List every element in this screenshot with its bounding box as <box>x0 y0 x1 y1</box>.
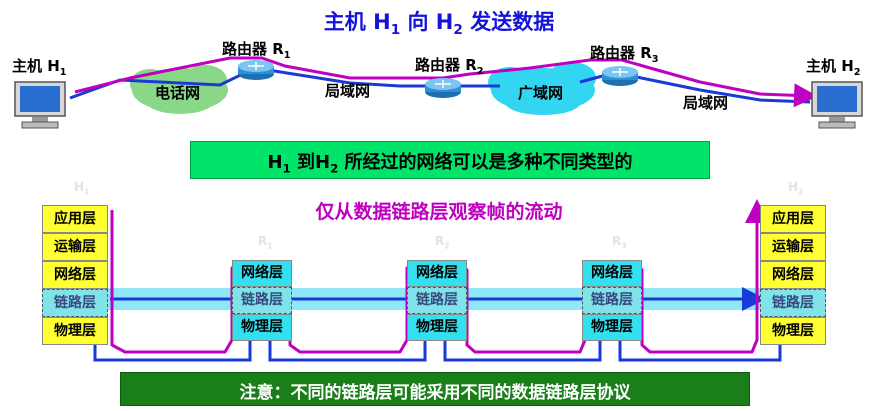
faint-label-r1: R1 <box>258 234 273 251</box>
faint-label-r3: R3 <box>612 234 627 251</box>
host-h2-stack: 应用层 运输层 网络层 链路层 物理层 <box>760 205 826 345</box>
router-r3-label: 路由器 R3 <box>590 44 659 65</box>
layer-network: 网络层 <box>42 261 108 289</box>
faint-label-h1: H1 <box>74 180 90 197</box>
router-r2-label: 路由器 R2 <box>415 56 484 77</box>
router-icon <box>238 60 274 80</box>
router-r3-stack: 网络层 链路层 物理层 <box>582 260 642 341</box>
layer-physical: 物理层 <box>42 317 108 345</box>
physical-links <box>93 340 782 362</box>
data-flow-arrow-icon <box>74 56 818 108</box>
layer-physical: 物理层 <box>232 314 292 341</box>
layer-link: 链路层 <box>407 287 467 314</box>
layer-network: 网络层 <box>407 260 467 287</box>
wan-label: 广域网 <box>518 84 564 102</box>
computer-monitor-icon <box>811 81 863 129</box>
layer-application: 应用层 <box>42 205 108 233</box>
host-h1-label: 主机 H1 <box>12 57 67 78</box>
layer-physical: 物理层 <box>582 314 642 341</box>
layer-physical: 物理层 <box>760 317 826 345</box>
layer-transport: 运输层 <box>42 233 108 261</box>
router-r2-stack: 网络层 链路层 物理层 <box>407 260 467 341</box>
layer-link: 链路层 <box>582 287 642 314</box>
router-icon <box>602 66 638 86</box>
phone-network-label: 电话网 <box>155 84 201 102</box>
layer-link: 链路层 <box>42 289 108 317</box>
network-links <box>69 66 811 104</box>
layer-network: 网络层 <box>232 260 292 287</box>
layer-link: 链路层 <box>232 287 292 314</box>
layer-transport: 运输层 <box>760 233 826 261</box>
host-h2-label: 主机 H2 <box>806 57 861 78</box>
layer-network: 网络层 <box>760 261 826 289</box>
protocol-note: 注意：不同的链路层可能采用不同的数据链路层协议 <box>239 383 631 403</box>
page-title: 主机 H1 向 H2 发送数据 <box>323 10 555 39</box>
subtitle: 仅从数据链路层观察帧的流动 <box>315 201 563 223</box>
faint-label-h2: H2 <box>788 180 804 197</box>
lan2-label: 局域网 <box>683 94 729 112</box>
router-r1-label: 路由器 R1 <box>222 40 291 61</box>
router-r1-stack: 网络层 链路层 物理层 <box>232 260 292 341</box>
host-h1-stack: 应用层 运输层 网络层 链路层 物理层 <box>42 205 108 345</box>
network-types-box <box>190 141 710 179</box>
network-types-note: H1 到H2 所经过的网络可以是多种不同类型的 <box>267 152 633 176</box>
computer-monitor-icon <box>14 81 66 129</box>
protocol-note-box <box>120 372 750 406</box>
router-icon <box>425 78 461 98</box>
faint-label-r2: R2 <box>435 234 450 251</box>
cloud-icon <box>488 62 596 115</box>
layer-network: 网络层 <box>582 260 642 287</box>
layer-application: 应用层 <box>760 205 826 233</box>
layer-physical: 物理层 <box>407 314 467 341</box>
layer-link: 链路层 <box>760 289 826 317</box>
lan1-label: 局域网 <box>325 82 371 100</box>
